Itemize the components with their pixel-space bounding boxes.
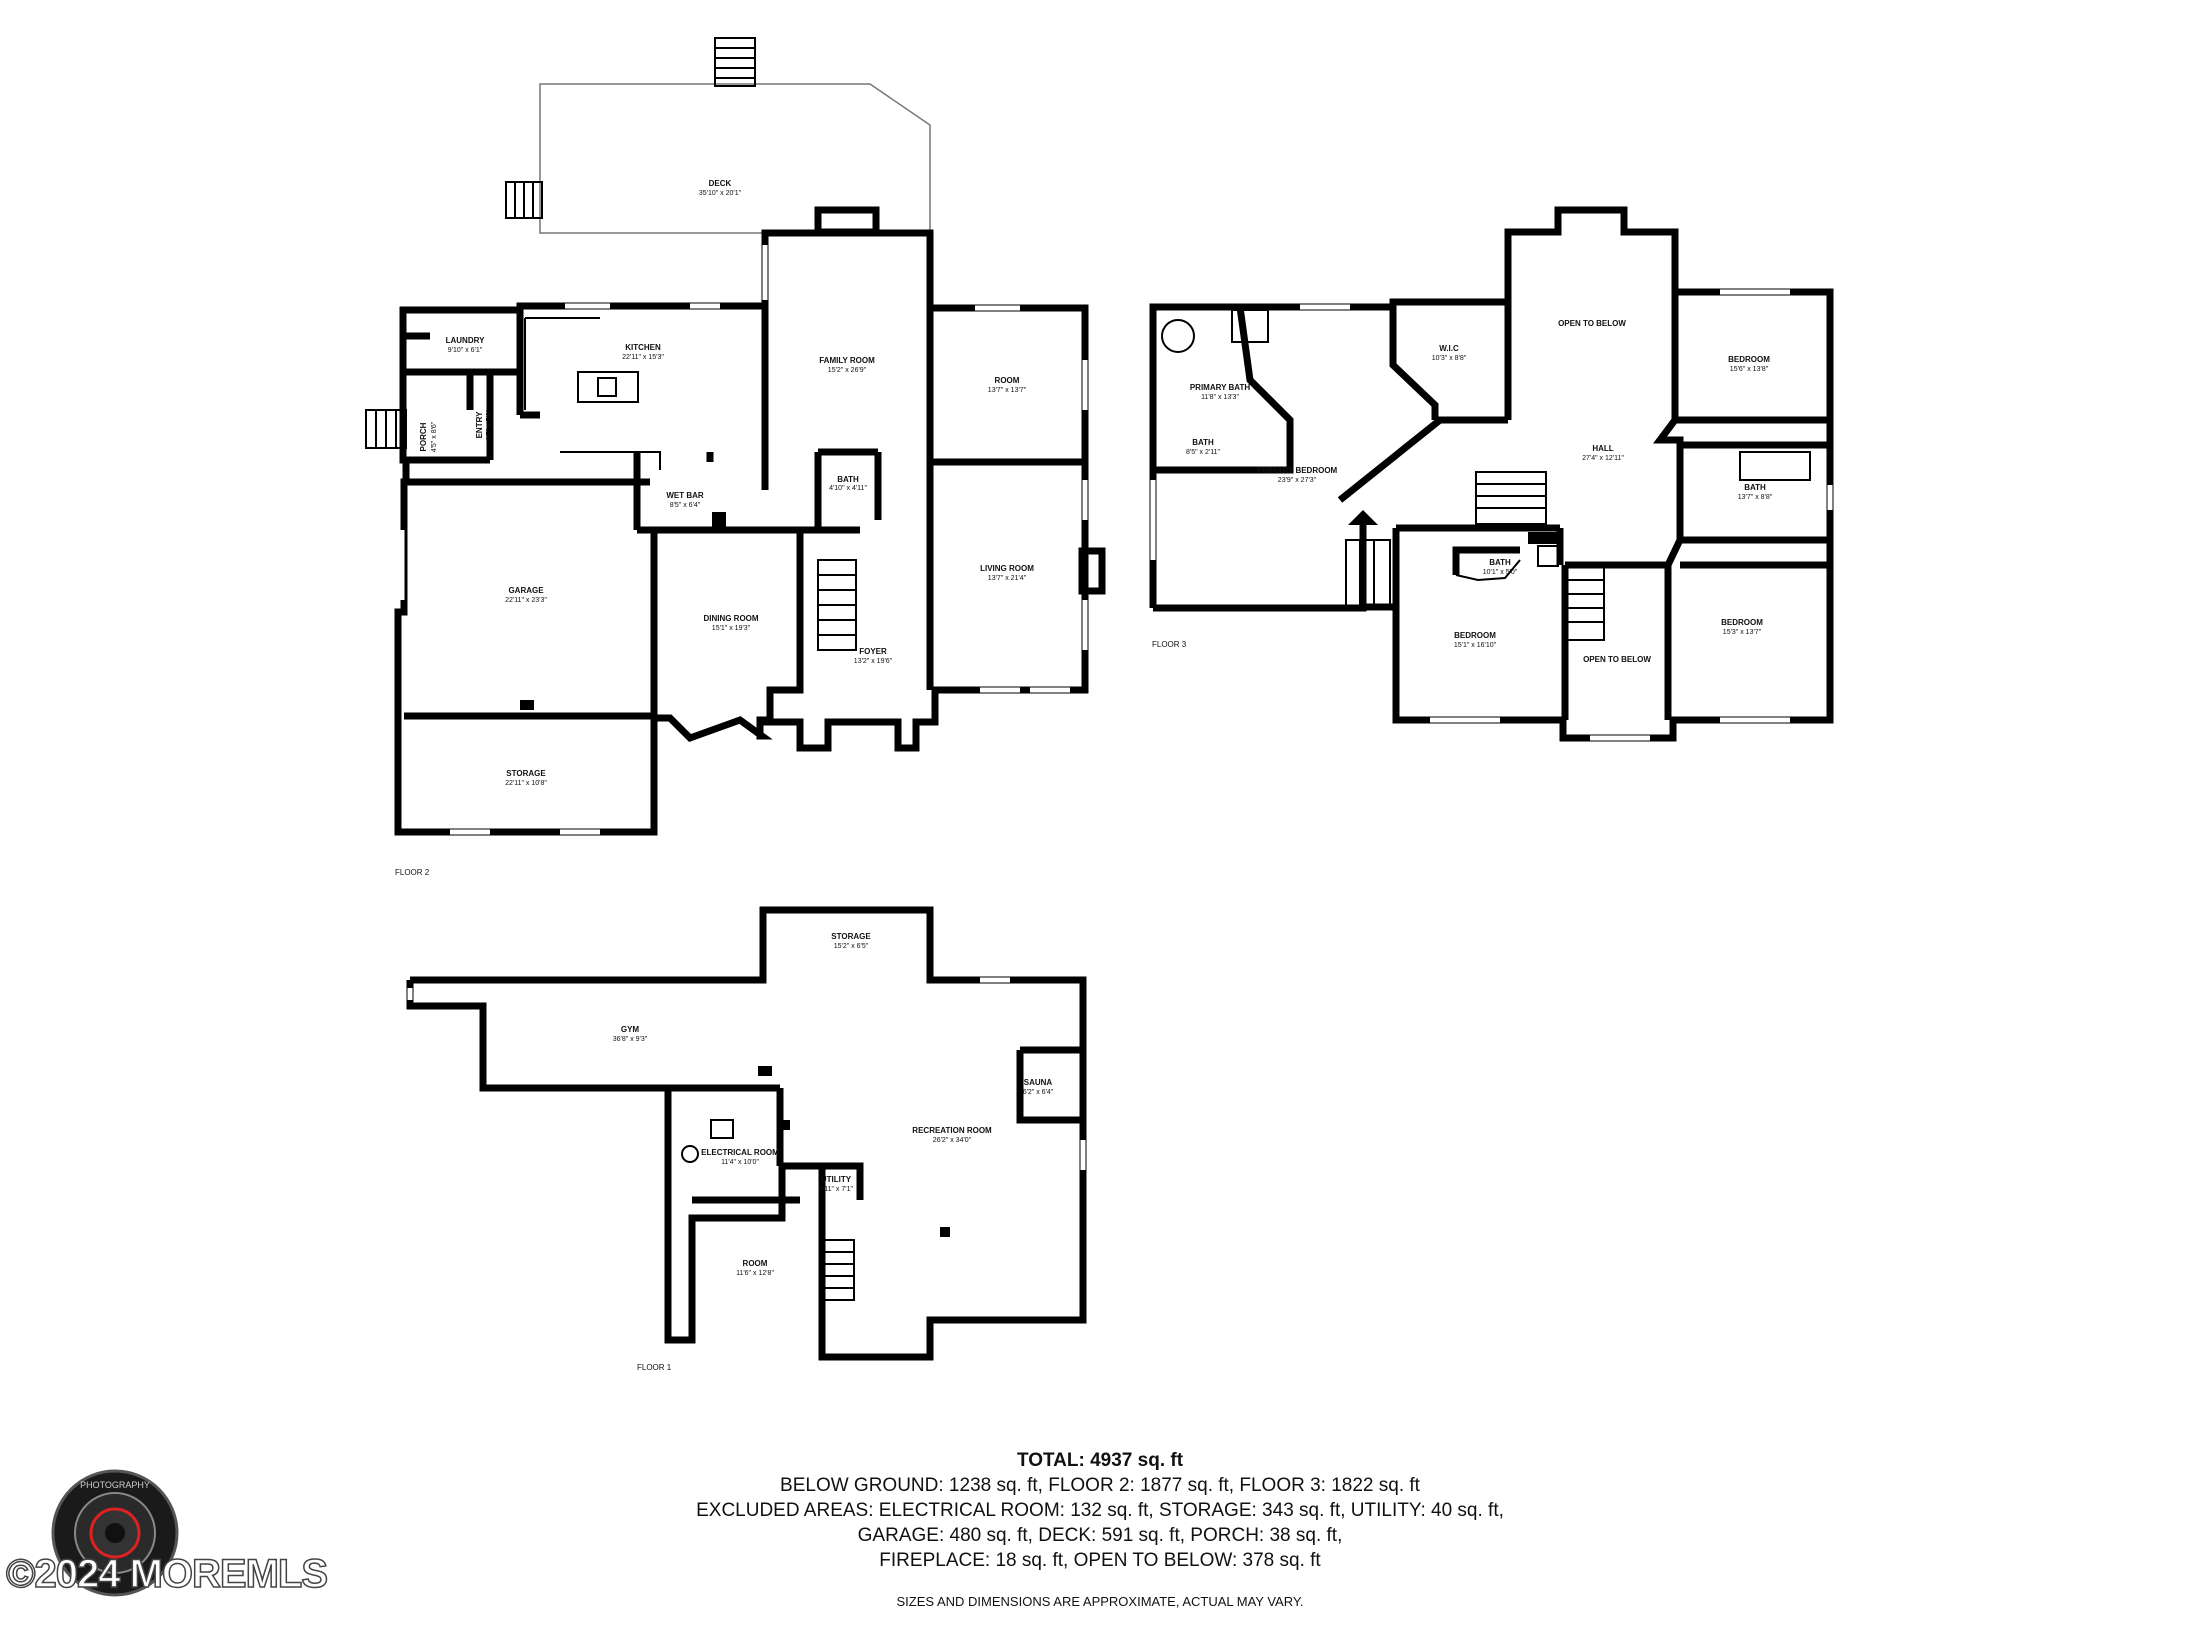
porch-label: PORCH (419, 422, 428, 451)
bath-east-label: BATH (1744, 483, 1766, 492)
primary-bedroom-label: PRIMARY BEDROOM (1257, 466, 1338, 475)
electrical-room-label: ELECTRICAL ROOM (701, 1148, 779, 1157)
summary-line-2: EXCLUDED AREAS: ELECTRICAL ROOM: 132 sq.… (696, 1500, 1504, 1521)
hall-label: HALL (1592, 444, 1613, 453)
floor-2-plan: DECK 35'10" x 20'1" LAUNDRY 9'10" x 6'1"… (365, 37, 1106, 877)
bedroom-se-dims: 15'3" x 13'7" (1723, 629, 1762, 636)
foyer-stairs (817, 559, 857, 651)
floor-1-plan: STORAGE 15'2" x 6'5" GYM 36'8" x 9'3" SA… (406, 906, 1087, 1372)
primary-bath-dims: 11'8" x 13'3" (1201, 394, 1239, 401)
gym-dims: 36'8" x 9'3" (613, 1036, 648, 1043)
sauna-label: SAUNA (1024, 1078, 1053, 1087)
floor-3-exterior-walls (1149, 206, 1834, 742)
porch-dims: 4'5" x 8'6" (431, 421, 438, 452)
gym-label: GYM (621, 1025, 640, 1034)
floor-1-stairs (821, 1239, 855, 1301)
bath-center-dims: 10'1" x 5'0" (1483, 569, 1518, 576)
floor-2-label: FLOOR 2 (395, 868, 430, 877)
bedroom-ne-label: BEDROOM (1728, 355, 1770, 364)
family-room-label: FAMILY ROOM (819, 356, 875, 365)
primary-bath-label: PRIMARY BATH (1190, 383, 1251, 392)
primary-bedroom-dims: 23'9" x 27'3" (1278, 477, 1317, 484)
room-lower-dims: 11'6" x 12'8" (736, 1270, 774, 1277)
summary-note: SIZES AND DIMENSIONS ARE APPROXIMATE, AC… (896, 1594, 1304, 1609)
dining-room-label: DINING ROOM (703, 614, 758, 623)
floor-2-room-labels: DECK 35'10" x 20'1" LAUNDRY 9'10" x 6'1"… (419, 179, 1034, 787)
living-room-label: LIVING ROOM (980, 564, 1034, 573)
summary-line-1: BELOW GROUND: 1238 sq. ft, FLOOR 2: 1877… (780, 1475, 1420, 1496)
electrical-room-dims: 11'4" x 10'0" (721, 1159, 759, 1166)
summary-line-4: FIREPLACE: 18 sq. ft, OPEN TO BELOW: 378… (879, 1550, 1321, 1571)
bath-small-dims: 8'5" x 2'11" (1186, 449, 1220, 456)
open-to-below-bottom-label: OPEN TO BELOW (1583, 655, 1651, 664)
deck (505, 37, 931, 306)
dining-room-dims: 15'1" x 19'3" (712, 625, 751, 632)
entry-label: ENTRY (475, 411, 484, 438)
wic-dims: 10'3" x 8'8" (1432, 355, 1467, 362)
deck-label: DECK (709, 179, 732, 188)
laundry-dims: 9'10" x 6'1" (448, 347, 483, 354)
summary-line-3: GARAGE: 480 sq. ft, DECK: 591 sq. ft, PO… (857, 1525, 1343, 1546)
floor-2-exterior-walls (394, 229, 1089, 836)
wet-bar-dims: 8'5" x 6'4" (670, 502, 701, 509)
entry-dims: 3'7" x 7'0" (486, 409, 493, 440)
deck-dims: 35'10" x 20'1" (699, 190, 742, 197)
storage-lower-dims: 15'2" x 6'5" (834, 943, 869, 950)
room-lower-label: ROOM (743, 1259, 768, 1268)
watermark: ©2024 MOREMLS (5, 1551, 329, 1597)
bath-center-label: BATH (1489, 558, 1511, 567)
sauna-dims: 6'2" x 6'4" (1023, 1089, 1054, 1096)
wic-label: W.I.C (1439, 344, 1459, 353)
storage-label: STORAGE (506, 769, 546, 778)
utility-label: UTILITY (821, 1175, 852, 1184)
hall-dims: 27'4" x 12'11" (1582, 455, 1624, 462)
garage-label: GARAGE (508, 586, 544, 595)
storage-dims: 22'11" x 10'8" (505, 780, 547, 787)
bath-dims: 4'10" x 4'11" (829, 485, 867, 492)
logo-text: PHOTOGRAPHY (80, 1480, 150, 1490)
floor-3-stairs (1345, 471, 1605, 641)
foyer-dims: 13'2" x 19'6" (854, 658, 893, 665)
floor-1-label: FLOOR 1 (637, 1363, 672, 1372)
room-dims: 13'7" x 13'7" (988, 387, 1027, 394)
bedroom-sw-label: BEDROOM (1454, 631, 1496, 640)
storage-lower-label: STORAGE (831, 932, 871, 941)
summary-total: TOTAL: 4937 sq. ft (1016, 1450, 1184, 1471)
bedroom-se-label: BEDROOM (1721, 618, 1763, 627)
wet-bar-label: WET BAR (666, 491, 704, 500)
utility-dims: 8'11" x 7'1" (819, 1186, 853, 1193)
bedroom-sw-dims: 15'1" x 16'10" (1454, 642, 1497, 649)
laundry-label: LAUNDRY (446, 336, 485, 345)
family-room-dims: 15'2" x 26'9" (828, 367, 867, 374)
kitchen-dims: 22'11" x 15'3" (622, 354, 664, 361)
bath-east-dims: 13'7" x 8'8" (1738, 494, 1773, 501)
foyer-label: FOYER (859, 647, 887, 656)
open-to-below-top-label: OPEN TO BELOW (1558, 319, 1626, 328)
bath-label: BATH (837, 475, 859, 484)
room-label: ROOM (995, 376, 1020, 385)
kitchen-label: KITCHEN (625, 343, 661, 352)
camera-logo-icon: PHOTOGRAPHY (51, 1469, 179, 1597)
garage-dims: 22'11" x 23'3" (505, 597, 547, 604)
floor-1-room-labels: STORAGE 15'2" x 6'5" GYM 36'8" x 9'3" SA… (613, 932, 1054, 1277)
bath-small-label: BATH (1192, 438, 1214, 447)
kitchen-island (577, 371, 639, 403)
recreation-room-dims: 26'2" x 34'0" (933, 1137, 972, 1144)
floor-3-room-labels: OPEN TO BELOW W.I.C 10'3" x 8'8" BEDROOM… (1186, 319, 1773, 664)
floor-3-label: FLOOR 3 (1152, 640, 1187, 649)
recreation-room-label: RECREATION ROOM (912, 1126, 992, 1135)
bedroom-ne-dims: 15'6" x 13'8" (1730, 366, 1769, 373)
floor-3-plan: OPEN TO BELOW W.I.C 10'3" x 8'8" BEDROOM… (1149, 206, 1834, 742)
living-room-dims: 13'7" x 21'4" (988, 575, 1027, 582)
